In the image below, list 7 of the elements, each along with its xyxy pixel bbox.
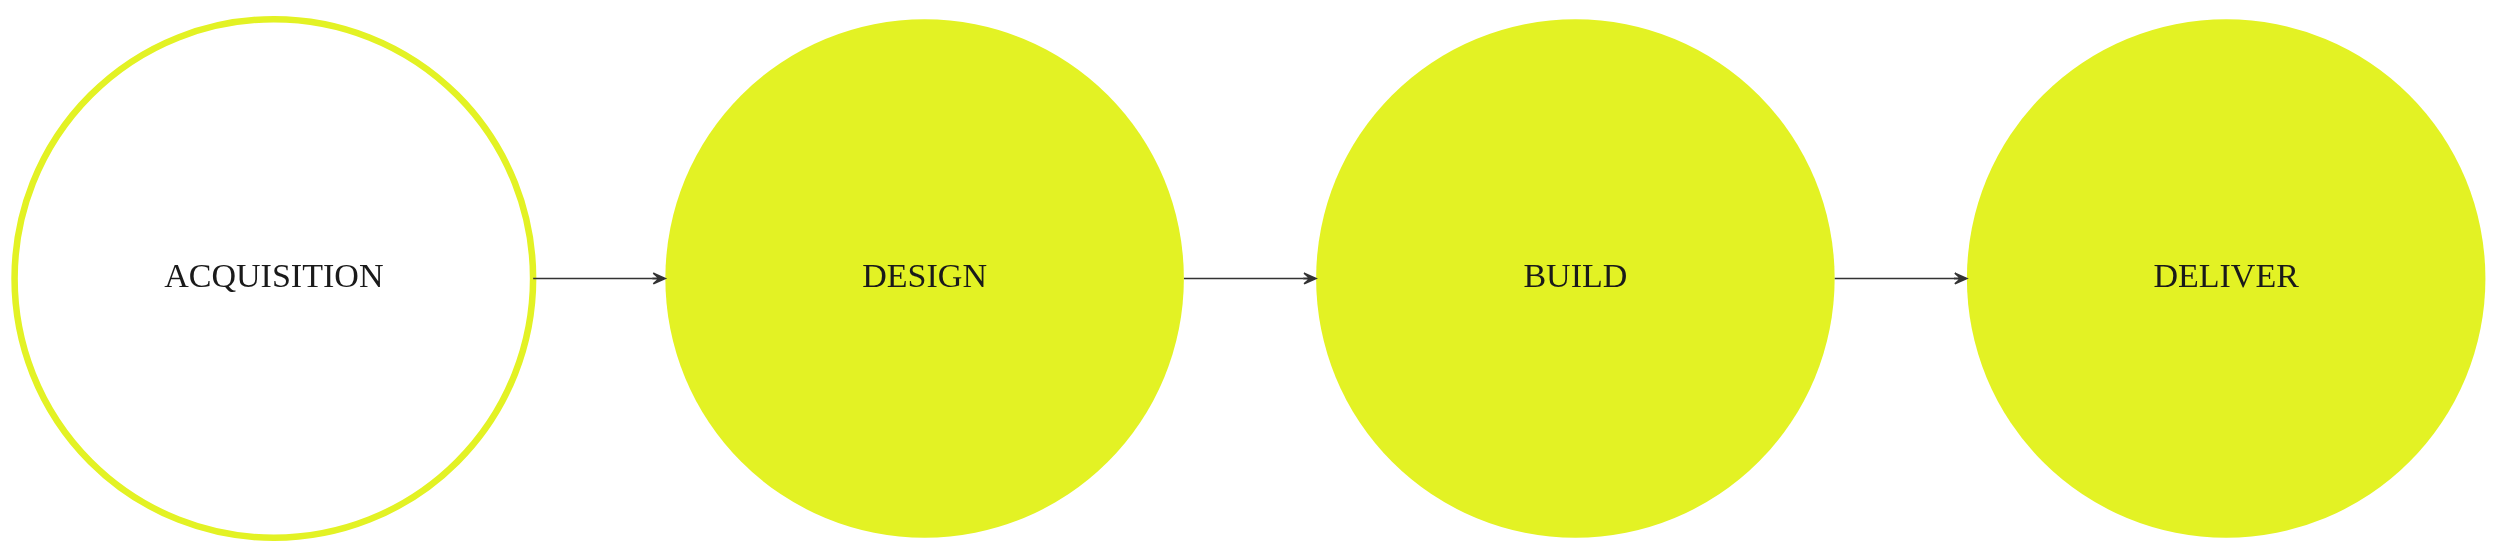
arrow: [532, 271, 666, 285]
node-circle: BUILD: [1316, 18, 1835, 538]
node-circle: DELIVER: [1966, 18, 2486, 538]
arrow: [1183, 271, 1317, 285]
node-circle: ACQUISITION: [11, 15, 537, 541]
arrow: [1833, 271, 1968, 285]
node-circle: DESIGN: [665, 18, 1184, 538]
